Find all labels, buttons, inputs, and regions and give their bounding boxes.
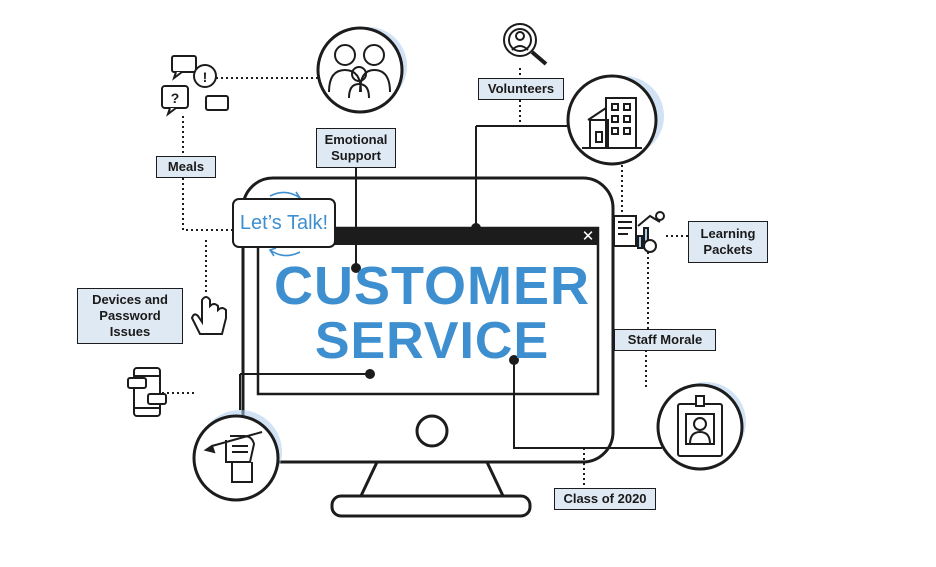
title-line-service: SERVICE bbox=[314, 312, 550, 370]
magnifier-person-icon bbox=[503, 23, 548, 66]
label-learning-packets: Learning Packets bbox=[688, 221, 768, 263]
dotted-connectors bbox=[162, 68, 688, 488]
close-icon: ✕ bbox=[581, 227, 595, 245]
label-meals: Meals bbox=[156, 156, 216, 178]
chat-bubbles-icon: ? ! bbox=[161, 55, 229, 117]
title-line-customer: CUSTOMER bbox=[273, 256, 591, 316]
svg-text:?: ? bbox=[171, 90, 180, 106]
label-staff-morale: Staff Morale bbox=[614, 329, 716, 351]
lets-talk-bubble: Let’s Talk! bbox=[232, 198, 336, 248]
phone-chat-icon bbox=[127, 367, 167, 417]
label-emotional-support: Emotional Support bbox=[316, 128, 396, 168]
chart-icon bbox=[613, 211, 665, 253]
window-titlebar bbox=[258, 228, 598, 245]
family-icon bbox=[316, 26, 407, 114]
monitor-power-button bbox=[415, 414, 449, 448]
school-building-icon bbox=[566, 74, 664, 166]
hand-pointer-icon bbox=[190, 296, 227, 335]
fist-pencil-icon bbox=[192, 410, 282, 502]
connector-dots bbox=[351, 223, 519, 379]
label-class-of-2020: Class of 2020 bbox=[554, 488, 656, 510]
solid-connectors bbox=[239, 125, 662, 449]
svg-text:!: ! bbox=[203, 69, 208, 85]
monitor-stand bbox=[330, 458, 532, 518]
id-badge-icon bbox=[656, 382, 746, 471]
label-volunteers: Volunteers bbox=[478, 78, 564, 100]
label-devices-and-password-issues: Devices and Password Issues bbox=[77, 288, 183, 344]
